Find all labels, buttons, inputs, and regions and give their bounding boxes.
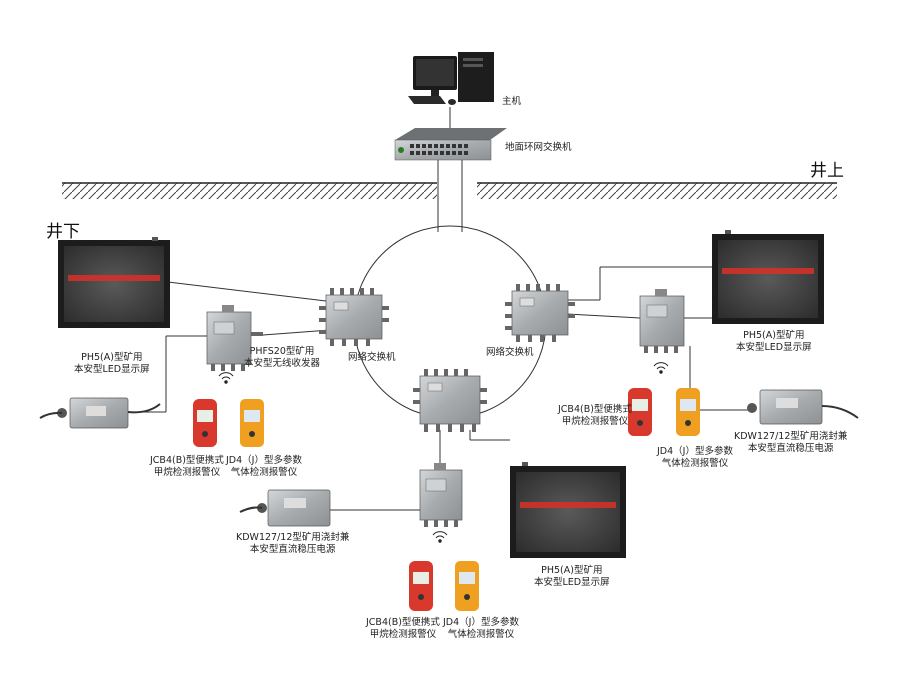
led-left-label: PH5(A)型矿用 本安型LED显示屏 <box>74 352 150 376</box>
switch-left-label: 网络交换机 <box>348 352 396 363</box>
psu-right-line-1: KDW127/12型矿用浇封兼 <box>734 431 848 442</box>
switch-right-label: 网络交换机 <box>486 347 534 358</box>
switch-icon <box>394 128 507 161</box>
ground-switch-label: 地面环网交换机 <box>505 142 572 153</box>
jcb4-right-label: JCB4(B)型便携式 甲烷检测报警仪 <box>558 404 632 428</box>
underground-label: 井下 <box>46 222 80 242</box>
led-bottom-label: PH5(A)型矿用 本安型LED显示屏 <box>534 565 610 589</box>
gas-detector-icon <box>628 388 652 436</box>
jcb4-left-line-1: JCB4(B)型便携式 <box>150 455 224 466</box>
led-right-line-1: PH5(A)型矿用 <box>743 330 805 341</box>
jcb4-bottom-line-2: 甲烷检测报警仪 <box>369 629 437 640</box>
jd4-right-line-1: JD4（J）型多参数 <box>657 446 733 457</box>
jcb4-bottom-line-1: JCB4(B)型便携式 <box>366 617 440 628</box>
junction-box-icon <box>413 369 487 432</box>
jd4-bottom-line-1: JD4（J）型多参数 <box>443 617 519 628</box>
transceiver-line-2: 本安型无线收发器 <box>244 358 321 369</box>
transceiver-icon <box>206 305 263 371</box>
jd4-right-line-2: 气体检测报警仪 <box>661 458 729 469</box>
transceiver-label: PHFS20型矿用 本安型无线收发器 <box>244 346 320 370</box>
wireless-icon <box>432 531 448 543</box>
transceiver-line-1: PHFS20型矿用 <box>249 346 315 357</box>
gas-detector-icon <box>676 388 700 436</box>
led-display-icon <box>58 237 170 328</box>
gas-detector-icon <box>455 561 479 611</box>
jd4-bottom-label: JD4（J）型多参数 气体检测报警仪 <box>443 617 519 641</box>
computer-icon <box>408 52 494 105</box>
jcb4-right-line-2: 甲烷检测报警仪 <box>561 416 629 427</box>
led-left-line-1: PH5(A)型矿用 <box>81 352 143 363</box>
junction-box-icon <box>505 284 575 342</box>
power-supply-icon <box>39 397 161 429</box>
wireless-icon <box>218 372 234 384</box>
power-supply-icon <box>239 489 331 527</box>
power-supply-icon <box>747 389 859 425</box>
led-display-icon <box>712 230 824 324</box>
psu-right-line-2: 本安型直流稳压电源 <box>747 443 834 454</box>
ground-line-left <box>62 182 437 199</box>
jd4-bottom-line-2: 气体检测报警仪 <box>447 629 515 640</box>
led-right-line-2: 本安型LED显示屏 <box>736 342 812 353</box>
gas-detector-icon <box>409 561 433 611</box>
transceiver-icon <box>419 463 463 527</box>
jd4-left-line-2: 气体检测报警仪 <box>230 467 298 478</box>
jcb4-left-line-2: 甲烷检测报警仪 <box>153 467 221 478</box>
jd4-left-line-1: JD4（J）型多参数 <box>226 455 302 466</box>
jcb4-bottom-label: JCB4(B)型便携式 甲烷检测报警仪 <box>366 617 440 641</box>
gas-detector-icon <box>240 399 264 447</box>
led-display-icon <box>510 462 626 558</box>
psu-middle-label: KDW127/12型矿用浇封兼 本安型直流稳压电源 <box>236 532 349 556</box>
jd4-left-label: JD4（J）型多参数 气体检测报警仪 <box>226 455 302 479</box>
psu-middle-line-2: 本安型直流稳压电源 <box>249 544 336 555</box>
transceiver-icon <box>639 289 685 353</box>
junction-box-icon <box>319 288 389 346</box>
led-right-label: PH5(A)型矿用 本安型LED显示屏 <box>736 330 812 354</box>
psu-middle-line-1: KDW127/12型矿用浇封兼 <box>236 532 350 543</box>
jcb4-left-label: JCB4(B)型便携式 甲烷检测报警仪 <box>150 455 224 479</box>
led-bottom-line-2: 本安型LED显示屏 <box>534 577 610 588</box>
ground-line-right <box>477 182 837 199</box>
surface-label: 井上 <box>810 161 844 181</box>
jcb4-right-line-1: JCB4(B)型便携式 <box>558 404 632 415</box>
wireless-icon <box>653 362 669 374</box>
jd4-right-label: JD4（J）型多参数 气体检测报警仪 <box>657 446 733 470</box>
led-bottom-line-1: PH5(A)型矿用 <box>541 565 603 576</box>
psu-right-label: KDW127/12型矿用浇封兼 本安型直流稳压电源 <box>734 431 847 455</box>
led-left-line-2: 本安型LED显示屏 <box>74 364 150 375</box>
gas-detector-icon <box>193 399 217 447</box>
host-label: 主机 <box>502 96 522 107</box>
